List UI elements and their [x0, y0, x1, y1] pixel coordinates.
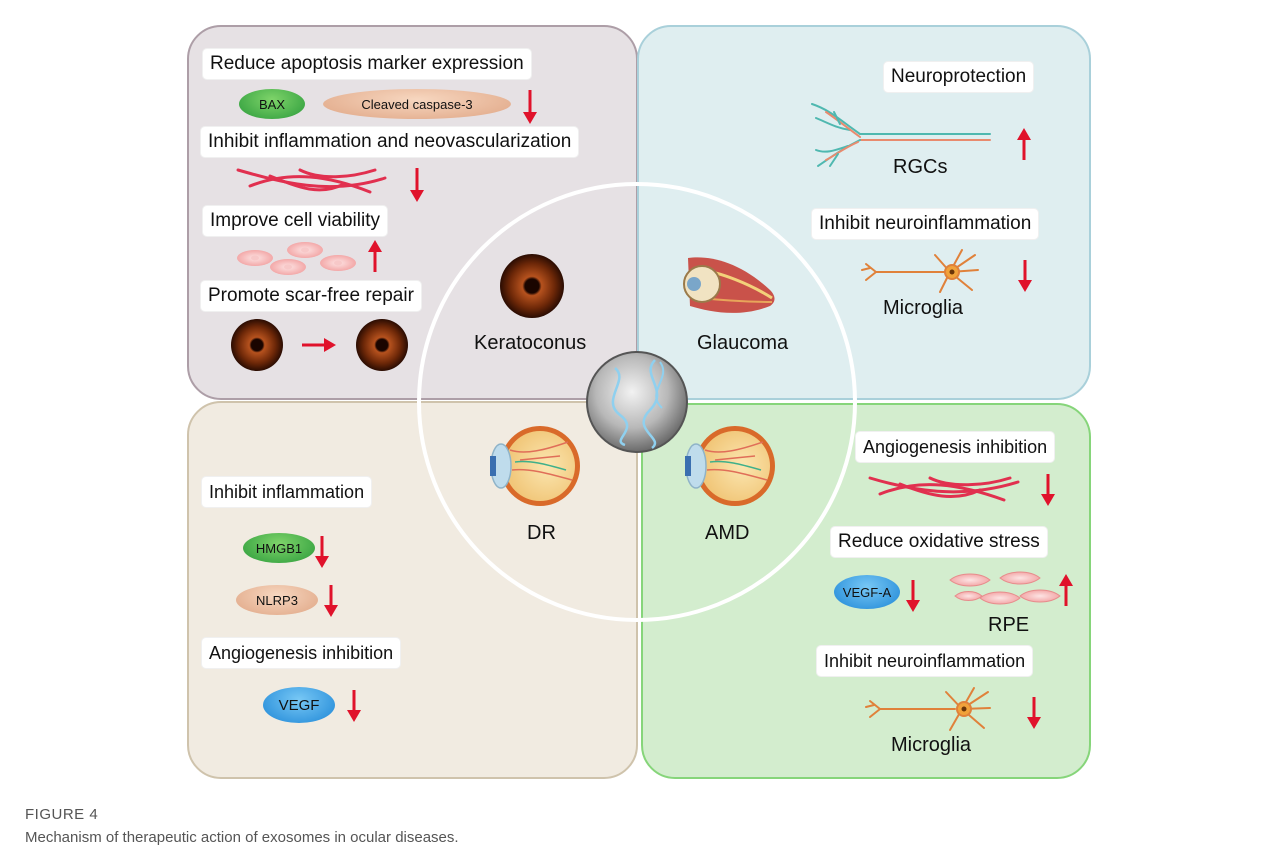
pill-hmgb1: HMGB1 [243, 533, 315, 563]
label-inhibit-neuroinflammation-br: Inhibit neuroinflammation [817, 646, 1033, 676]
disease-dr: DR [527, 522, 556, 544]
glaucoma-eye-icon [683, 257, 775, 313]
blood-vessel-icon [868, 476, 1020, 502]
label-inhibit-inflammation-neovascularization: Inhibit inflammation and neovascularizat… [201, 127, 579, 157]
keratoconus-eye-icon [500, 254, 564, 318]
label-promote-scar-free-repair: Promote scar-free repair [201, 281, 421, 311]
blood-vessel-icon [236, 168, 387, 194]
down-arrow-icon [1041, 474, 1055, 506]
down-arrow-icon [1027, 697, 1041, 729]
down-arrow-icon [324, 585, 338, 617]
down-arrow-icon [523, 90, 537, 124]
figure-label: FIGURE 4 [25, 806, 99, 823]
disease-ring [417, 182, 857, 622]
caption-rpe: RPE [988, 614, 1030, 636]
rgc-neuron-icon [811, 103, 991, 167]
microglia-icon [861, 249, 979, 293]
up-arrow-icon [1059, 574, 1073, 606]
pill-cleaved-caspase-3: Cleaved caspase-3 [323, 89, 511, 119]
down-arrow-icon [347, 690, 361, 722]
label-reduce-oxidative-stress: Reduce oxidative stress [831, 527, 1047, 557]
label-improve-cell-viability: Improve cell viability [203, 206, 387, 236]
cornea-icon [356, 319, 408, 371]
up-arrow-icon [1017, 128, 1031, 160]
disease-amd: AMD [705, 522, 750, 544]
label-angiogenesis-inhibition-bl: Angiogenesis inhibition [202, 638, 401, 668]
label-inhibit-neuroinflammation-tr: Inhibit neuroinflammation [812, 209, 1039, 239]
right-arrow-icon [302, 338, 336, 352]
dr-eye-icon [490, 426, 580, 506]
label-reduce-apoptosis: Reduce apoptosis marker expression [203, 49, 531, 79]
cornea-icon [231, 319, 283, 371]
label-neuroprotection: Neuroprotection [884, 62, 1034, 92]
microglia-icon [865, 687, 991, 731]
pill-vegf: VEGF [263, 687, 335, 723]
pill-nlrp3: NLRP3 [236, 585, 318, 615]
caption-rgcs: RGCs [893, 156, 948, 178]
amd-eye-icon [685, 426, 775, 506]
pill-bax: BAX [239, 89, 305, 119]
cells-icon [237, 242, 356, 275]
label-inhibit-inflammation: Inhibit inflammation [202, 477, 372, 507]
down-arrow-icon [410, 168, 424, 202]
down-arrow-icon [1018, 260, 1032, 292]
figure-caption: Mechanism of therapeutic action of exoso… [25, 829, 459, 846]
caption-microglia-br: Microglia [891, 734, 972, 756]
label-angiogenesis-inhibition-br: Angiogenesis inhibition [856, 432, 1055, 462]
disease-glaucoma: Glaucoma [697, 332, 789, 354]
up-arrow-icon [368, 240, 382, 272]
caption-microglia-tr: Microglia [883, 297, 964, 319]
exosome-icon [586, 351, 688, 453]
down-arrow-icon [906, 580, 920, 612]
down-arrow-icon [315, 536, 329, 568]
pill-vegf-a: VEGF-A [834, 575, 900, 609]
rpe-cells-icon [949, 571, 1061, 605]
disease-keratoconus: Keratoconus [474, 332, 587, 354]
